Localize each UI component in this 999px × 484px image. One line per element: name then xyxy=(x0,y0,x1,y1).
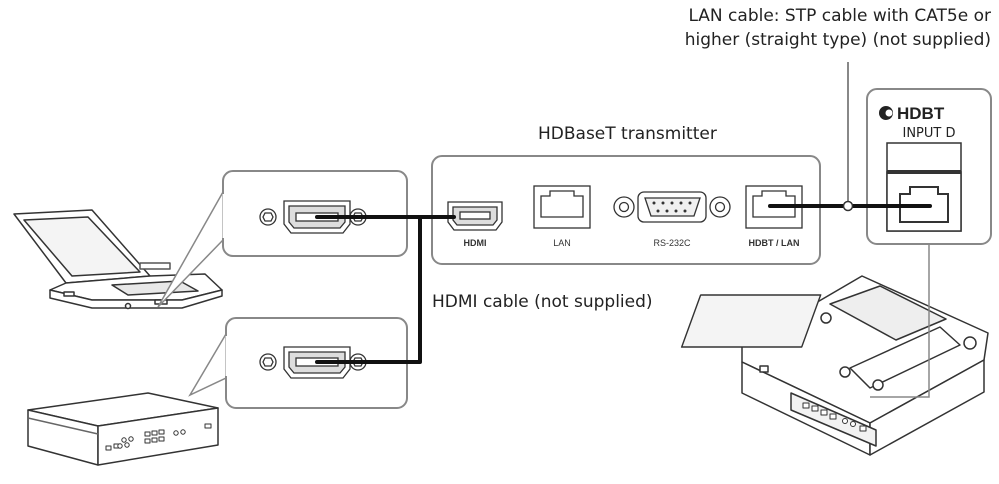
projector-hdbt-port xyxy=(886,142,962,232)
player-illustration xyxy=(27,392,219,466)
transmitter-lan-port xyxy=(533,185,591,229)
projector-port-label: INPUT D xyxy=(903,126,956,141)
projector-callout-line xyxy=(870,244,930,398)
projector-illustration xyxy=(680,275,989,456)
hdbaset-transmitter-panel: HDMI LAN RS-232C HDBT / LAN xyxy=(431,155,821,265)
transmitter-rs232c-port xyxy=(613,191,731,223)
lan-callout-dot xyxy=(842,200,854,212)
hdmi-cable-callout: HDMI cable (not supplied) xyxy=(432,292,653,312)
port-label-lan: LAN xyxy=(553,238,571,248)
projector-port-brand: HDBT xyxy=(897,104,945,123)
hdmi-cable xyxy=(315,215,456,364)
port-label-rs232c: RS-232C xyxy=(653,238,691,248)
lan-cable-callout-line1: LAN cable: STP cable with CAT5e or xyxy=(688,6,991,26)
transmitter-hdmi-port xyxy=(447,201,503,231)
lan-cable xyxy=(768,62,932,212)
projector-hdbt-input-panel: HDBT INPUT D xyxy=(866,88,992,245)
lan-cable-callout-line2: higher (straight type) (not supplied) xyxy=(684,30,991,50)
laptop-hdmi-callout xyxy=(157,170,408,308)
port-label-hdmi: HDMI xyxy=(464,238,487,248)
lan-cable-callout: LAN cable: STP cable with CAT5e or highe… xyxy=(671,4,991,52)
port-label-hdbt-lan: HDBT / LAN xyxy=(749,238,800,248)
hdbt-logo-icon: HDBT xyxy=(879,104,945,123)
transmitter-title: HDBaseT transmitter xyxy=(538,124,717,144)
